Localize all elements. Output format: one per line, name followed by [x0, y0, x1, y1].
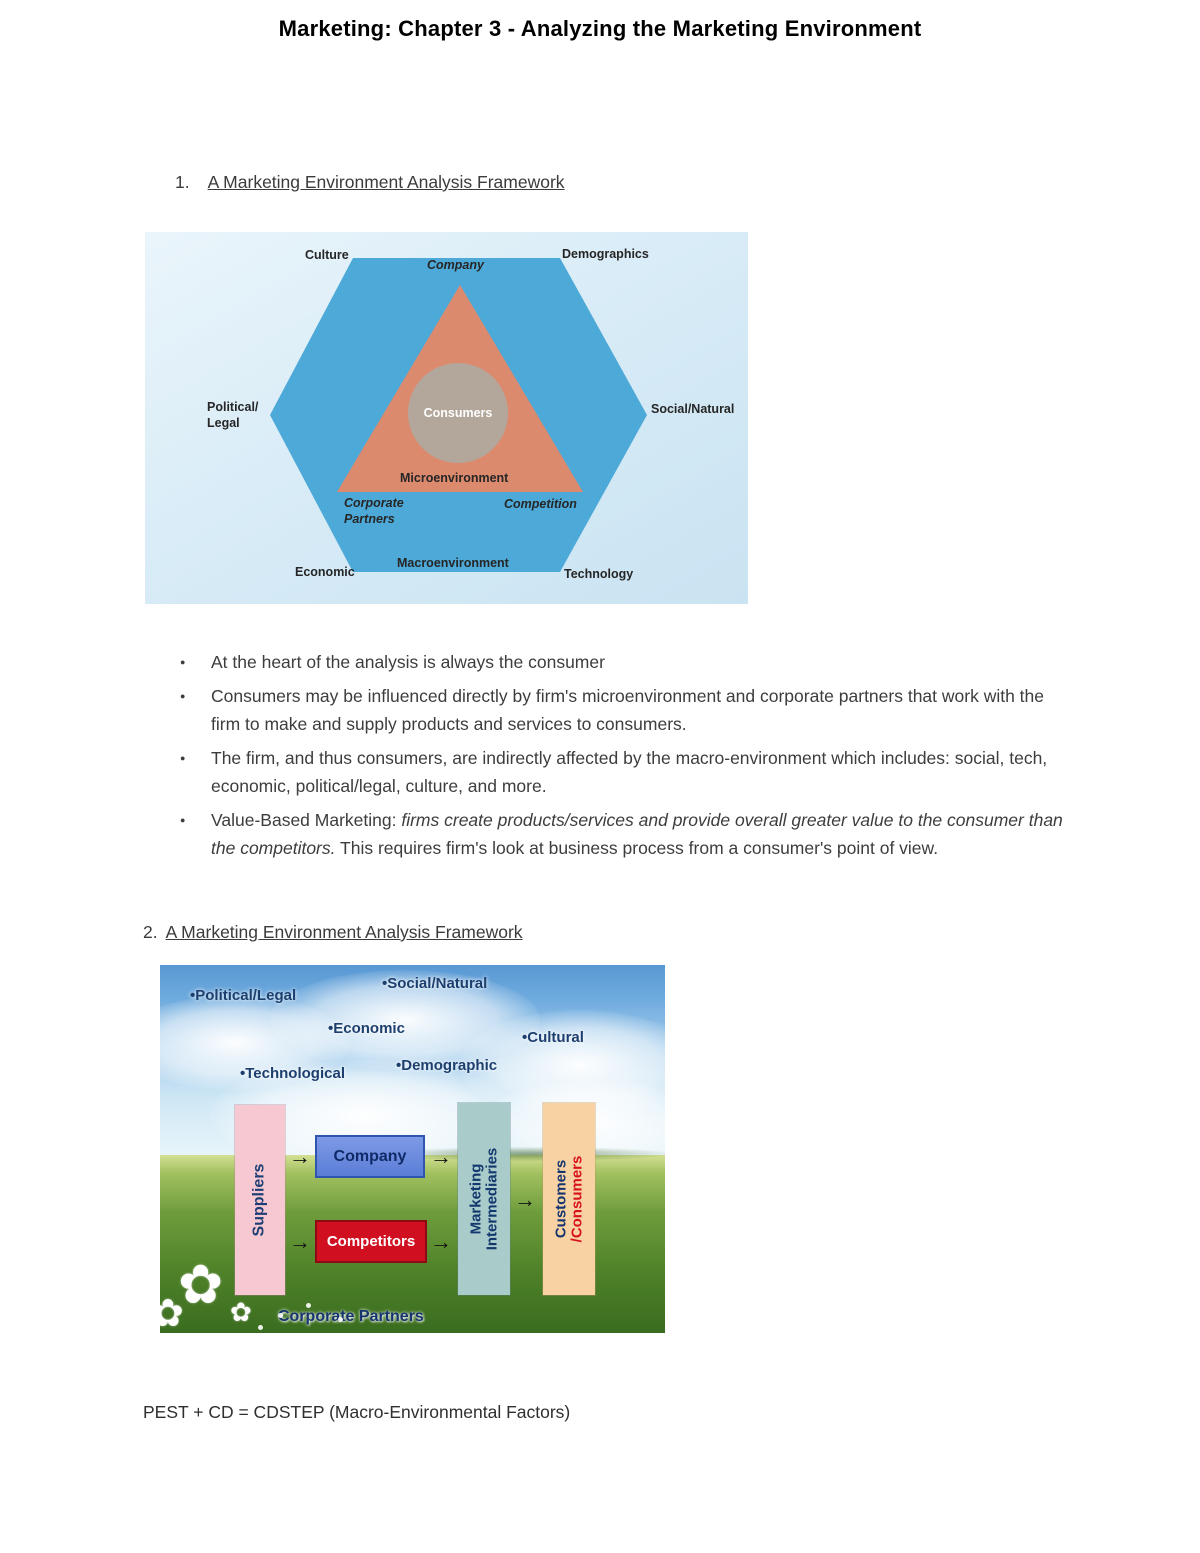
grass-flower-dot: [306, 1303, 311, 1308]
intermediaries-line1: Marketing: [467, 1163, 485, 1235]
suppliers-box: Suppliers: [235, 1105, 285, 1295]
arrow-intermediaries-to-customers-icon: →: [514, 1187, 536, 1212]
label-competition: Competition: [504, 497, 577, 511]
bullet-text-pre: Value-Based Marketing:: [211, 810, 402, 830]
grass-flower-dot: [278, 1313, 283, 1318]
arrow-suppliers-to-company-icon: →: [289, 1144, 311, 1169]
label-social-natural: Social/Natural: [651, 402, 735, 416]
macro-label-economic: •Economic: [328, 1020, 405, 1037]
company-box: Company: [315, 1135, 425, 1178]
section2-heading: 2. A Marketing Environment Analysis Frame…: [143, 922, 523, 943]
label-macroenvironment: Macroenvironment: [397, 556, 509, 570]
label-corporate-partners: Corporate Partners: [344, 496, 404, 526]
customers-consumers-label: Customers/Consumers: [552, 1155, 585, 1243]
section1-number: 1.: [175, 172, 190, 192]
framework-shapes: [270, 258, 647, 572]
company-label: Company: [333, 1147, 407, 1165]
competitors-label: Competitors: [326, 1233, 416, 1250]
bullet-text: At the heart of the analysis is always t…: [211, 652, 605, 672]
label-economic: Economic: [295, 565, 355, 579]
consumers-label: /Consumers: [568, 1155, 585, 1243]
competitors-box: Competitors: [315, 1220, 427, 1263]
bullet-text-italic: firms create products/services and provi…: [211, 810, 1063, 858]
marketing-environment-framework-diagram: Culture Company Demographics Political/ …: [145, 232, 748, 604]
suppliers-label: Suppliers: [250, 1163, 268, 1237]
macro-label-technological: •Technological: [240, 1065, 345, 1082]
consumers-circle: [408, 363, 508, 463]
label-company: Company: [427, 258, 484, 272]
bullet-text-post: This requires firm's look at business pr…: [335, 838, 939, 858]
arrow-competitors-to-intermediaries-icon: →: [430, 1229, 452, 1254]
customers-label: Customers: [552, 1159, 570, 1239]
bullet-item: The firm, and thus consumers, are indire…: [177, 744, 1077, 800]
bullet-item: Value-Based Marketing: firms create prod…: [177, 806, 1077, 862]
section1-heading-text: A Marketing Environment Analysis Framewo…: [207, 172, 565, 192]
label-political-legal: Political/ Legal: [207, 400, 259, 430]
corporate-partners-label: Corporate Partners: [278, 1308, 424, 1325]
bullet-text: The firm, and thus consumers, are indire…: [211, 748, 1048, 796]
page-title: Marketing: Chapter 3 - Analyzing the Mar…: [278, 16, 922, 41]
label-consumers: Consumers: [423, 406, 493, 420]
bullet-text: Consumers may be influenced directly by …: [211, 686, 1045, 734]
daisy-flower-icon: ✿: [160, 1293, 184, 1333]
daisy-flower-icon: ✿: [178, 1255, 224, 1315]
bullet-item: Consumers may be influenced directly by …: [177, 682, 1077, 738]
label-culture: Culture: [305, 248, 349, 262]
micro-macro-environment-figure: •Political/Legal •Social/Natural •Econom…: [160, 965, 665, 1333]
arrow-company-to-intermediaries-icon: →: [430, 1144, 452, 1169]
section2-number: 2.: [143, 922, 158, 942]
intermediaries-line2: Intermediaries: [483, 1147, 500, 1251]
section2-heading-text: A Marketing Environment Analysis Framewo…: [165, 922, 523, 942]
daisy-flower-icon: ✿: [230, 1297, 252, 1327]
pest-cdstep-note: PEST + CD = CDSTEP (Macro-Environmental …: [143, 1402, 571, 1422]
macro-label-political-legal: •Political/Legal: [190, 987, 297, 1004]
grass-flower-dot: [258, 1325, 263, 1330]
macro-label-cultural: •Cultural: [522, 1029, 584, 1046]
macro-label-social-natural: •Social/Natural: [382, 975, 488, 992]
section1-bullet-list: At the heart of the analysis is always t…: [177, 648, 1077, 868]
section1-heading: 1. A Marketing Environment Analysis Frame…: [175, 172, 565, 193]
label-microenvironment: Microenvironment: [400, 471, 509, 485]
bullet-item: At the heart of the analysis is always t…: [177, 648, 1077, 676]
macro-label-demographic: •Demographic: [396, 1057, 498, 1074]
label-demographics: Demographics: [562, 247, 649, 261]
grass-flower-dot: [338, 1317, 343, 1322]
arrow-suppliers-to-competitors-icon: →: [289, 1229, 311, 1254]
label-technology: Technology: [564, 567, 634, 581]
customers-consumers-box: Customers/Consumers: [543, 1103, 595, 1295]
